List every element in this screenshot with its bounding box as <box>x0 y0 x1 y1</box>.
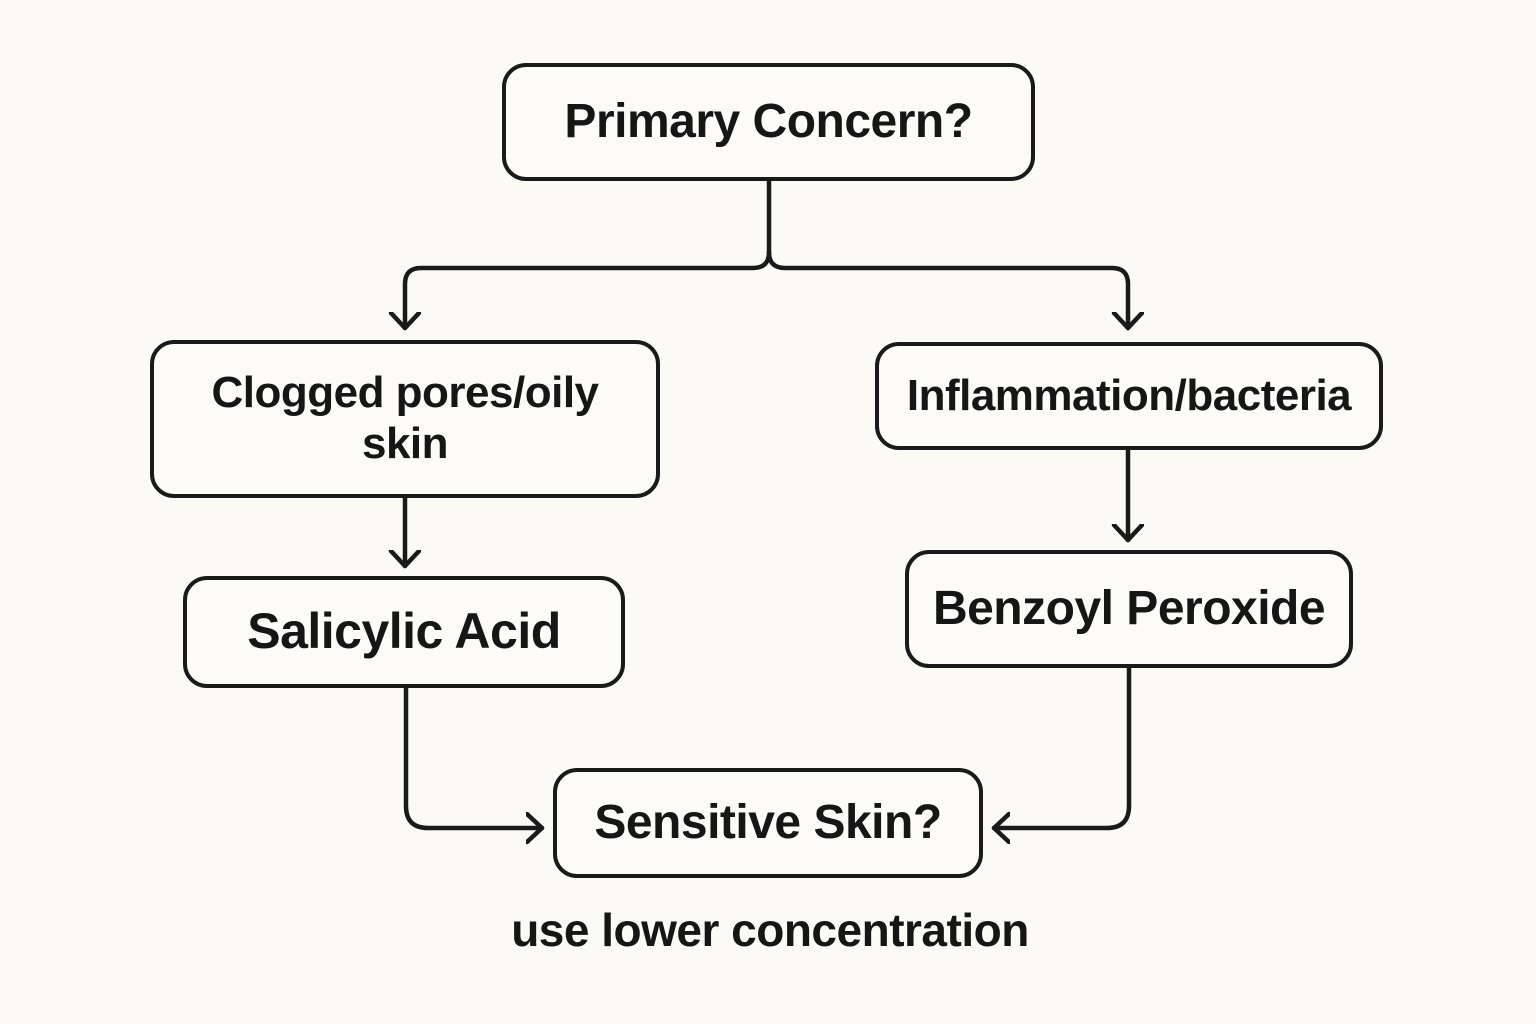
edge-benzoyl-to-sensitive <box>991 663 1132 828</box>
edge-primary-to-inflammation <box>766 249 1128 331</box>
node-clogged-pores: Clogged pores/oily skin <box>150 340 660 498</box>
node-sensitive-skin-label: Sensitive Skin? <box>594 796 942 850</box>
node-primary-concern-label: Primary Concern? <box>564 95 973 149</box>
edge-salicylic-to-sensitive <box>403 684 545 828</box>
node-primary-concern: Primary Concern? <box>502 63 1035 181</box>
note-lower-concentration: use lower concentration <box>511 904 1029 956</box>
node-inflammation-bacteria: Inflammation/bacteria <box>875 342 1383 450</box>
node-salicylic-acid-label: Salicylic Acid <box>247 603 561 660</box>
node-benzoyl-peroxide-label: Benzoyl Peroxide <box>932 582 1326 636</box>
node-benzoyl-peroxide: Benzoyl Peroxide <box>905 550 1353 668</box>
node-inflammation-bacteria-label: Inflammation/bacteria <box>906 370 1352 420</box>
node-clogged-pores-label: Clogged pores/oily skin <box>211 368 599 468</box>
node-salicylic-acid: Salicylic Acid <box>183 576 625 688</box>
edge-primary-to-clogged <box>405 249 772 331</box>
node-sensitive-skin: Sensitive Skin? <box>553 768 983 878</box>
